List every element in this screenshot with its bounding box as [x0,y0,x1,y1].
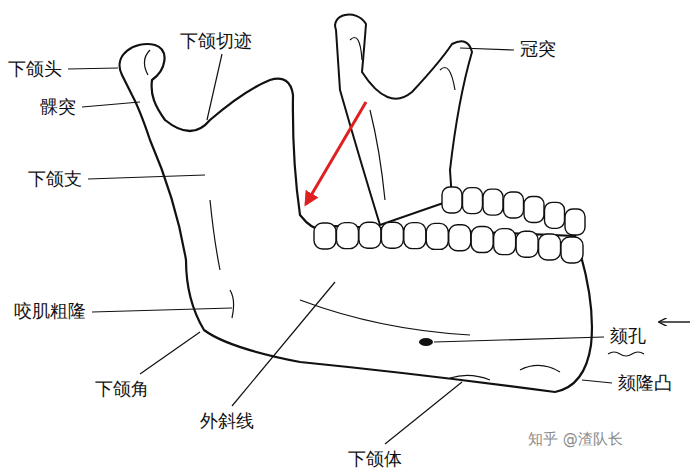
tooth [483,189,503,215]
part-label: 髁突 [40,96,76,118]
part-label: 下颌角 [95,378,149,400]
watermark: 知乎 @渣队长 [528,430,623,448]
tooth [524,196,544,222]
tooth [504,192,524,218]
part-label: 颏孔 [610,325,646,347]
part-label: 下颌体 [348,448,402,470]
tooth [336,223,358,249]
tooth [494,229,516,255]
red-arrow [306,102,366,204]
leader-lines [68,48,612,444]
tooth [381,222,403,248]
tooth [442,187,462,213]
tooth [539,234,561,260]
tooth [404,223,426,249]
part-label: 外斜线 [200,410,254,432]
shading-lines [350,38,455,201]
tooth [359,222,381,248]
tooth [471,226,493,252]
part-label: 冠突 [520,38,556,60]
shading-lines [144,50,560,380]
underline-squiggle [608,352,644,356]
pointer-arrow [660,321,690,322]
tooth [314,223,336,249]
tooth [565,209,585,235]
part-label: 颏隆凸 [618,372,672,394]
tooth [545,202,565,228]
tooth [449,225,471,251]
near-teeth [314,222,583,263]
part-label: 下颌头 [8,58,62,80]
tooth [426,223,448,249]
part-label: 咬肌粗隆 [14,300,86,322]
mental-foramen [419,338,433,346]
tooth [463,188,483,214]
tooth [561,237,583,263]
part-label: 下颌切迹 [180,30,252,52]
part-label: 下颌支 [28,168,82,190]
tooth [516,231,538,257]
